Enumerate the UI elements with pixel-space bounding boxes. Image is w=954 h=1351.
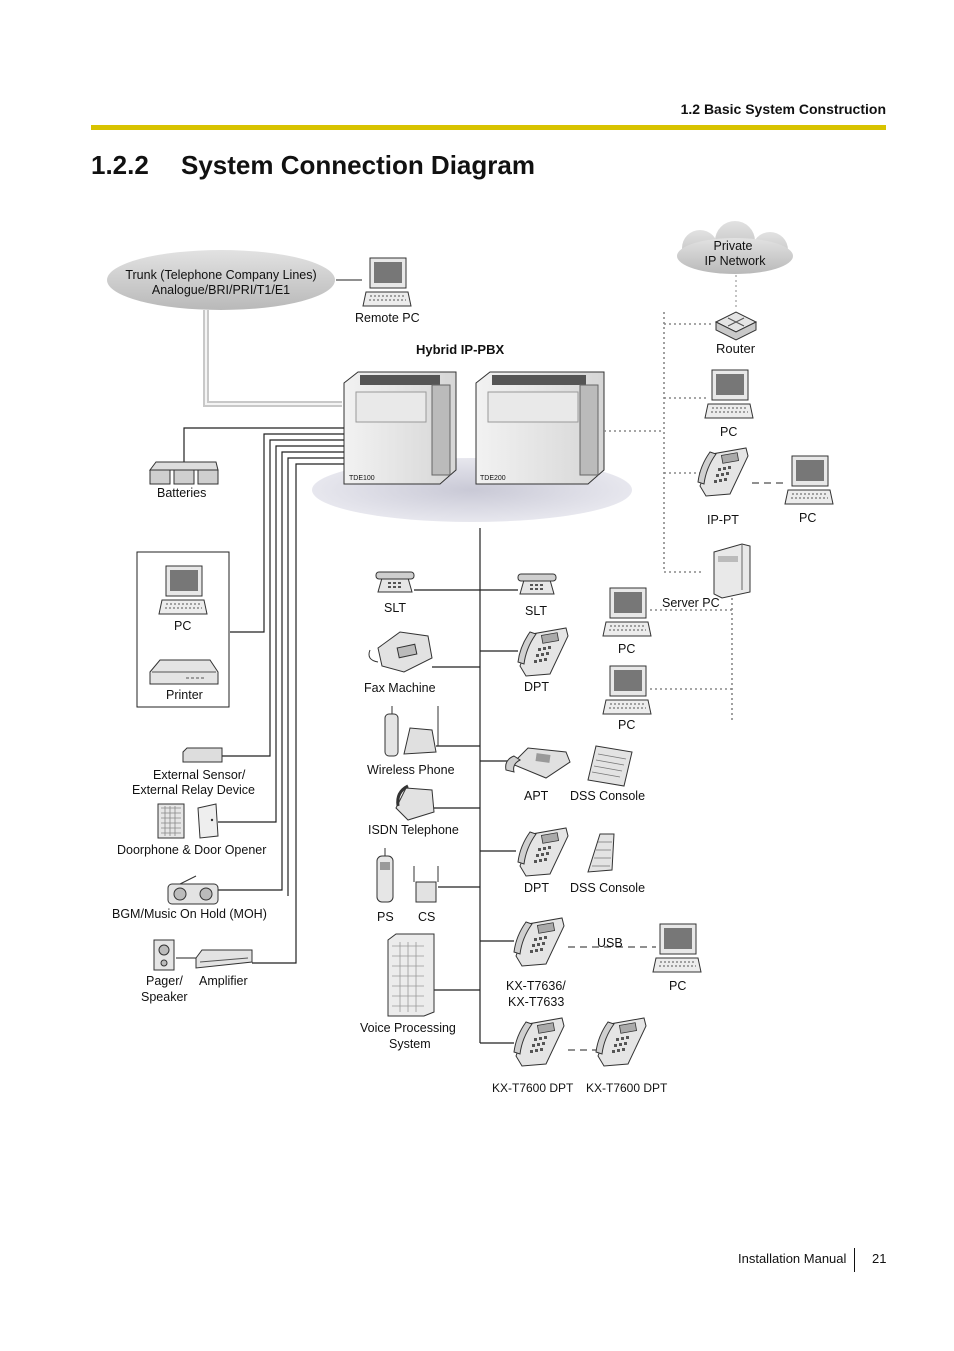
doorphone-label: Doorphone & Door Opener xyxy=(117,843,266,857)
batteries-icon xyxy=(149,461,219,485)
pc-printer-group xyxy=(136,551,230,708)
dss-label: DSS Console xyxy=(570,881,645,895)
cs-icon xyxy=(413,866,439,903)
amplifier-label: Amplifier xyxy=(199,974,248,988)
slt-icon xyxy=(517,573,557,595)
remote-pc-icon xyxy=(362,257,412,307)
batteries-label: Batteries xyxy=(157,486,206,500)
trunk-label-2: Analogue/BRI/PRI/T1/E1 xyxy=(152,283,290,297)
pbx-unit-left: TDE100 xyxy=(343,371,457,485)
doorphone-icon xyxy=(157,803,185,839)
cs-label: CS xyxy=(418,910,435,924)
slt-icon xyxy=(375,571,415,593)
wireless-phone-label: Wireless Phone xyxy=(367,763,455,777)
dpt-icon xyxy=(517,627,569,677)
kx-t7636-icon xyxy=(513,917,565,967)
kx-t7636-label-1: KX-T7636/ xyxy=(506,979,566,993)
section-title: System Connection Diagram xyxy=(181,150,535,180)
hybrid-ip-pbx-label: Hybrid IP-PBX xyxy=(416,342,504,357)
pbx-unit-right: TDE200 xyxy=(475,371,605,485)
router-label: Router xyxy=(716,341,756,356)
door-opener-icon xyxy=(197,803,219,839)
kx-t7600-icon xyxy=(513,1017,565,1067)
page-title: 1.2.2 System Connection Diagram xyxy=(91,150,535,181)
pc-icon xyxy=(784,455,834,505)
pc-label: PC xyxy=(618,642,635,656)
private-ip-network-cloud xyxy=(677,221,793,274)
router-icon xyxy=(714,311,758,341)
dpt-label: DPT xyxy=(524,680,549,694)
pc-icon xyxy=(652,923,702,973)
unit-right-badge: TDE200 xyxy=(480,475,506,482)
pc-label: PC xyxy=(174,619,191,633)
cloud-label-2: IP Network xyxy=(705,254,767,268)
trunk-label-1: Trunk (Telephone Company Lines) xyxy=(125,268,316,282)
dpt-label: DPT xyxy=(524,881,549,895)
header-rule xyxy=(91,125,886,130)
server-pc-icon xyxy=(713,543,751,599)
section-number: 1.2.2 xyxy=(91,150,149,180)
kx-t7600-icon xyxy=(595,1017,647,1067)
vps-label-1: Voice Processing xyxy=(360,1021,456,1035)
bgm-label: BGM/Music On Hold (MOH) xyxy=(112,907,267,921)
apt-icon xyxy=(505,747,571,779)
amplifier-icon xyxy=(195,949,253,969)
printer-icon xyxy=(149,659,219,685)
pc-icon xyxy=(158,565,208,615)
bgm-radio-icon xyxy=(167,875,219,905)
dss-label: DSS Console xyxy=(570,789,645,803)
footer-manual: Installation Manual xyxy=(738,1251,847,1266)
ext-sensor-label-1: External Sensor/ xyxy=(153,768,246,782)
ps-icon xyxy=(376,848,394,903)
printer-label: Printer xyxy=(166,688,203,702)
voice-processing-system-icon xyxy=(387,933,435,1017)
pc-label: PC xyxy=(618,718,635,732)
pc-icon xyxy=(602,587,652,637)
slt-label: SLT xyxy=(525,604,547,618)
page-number: 21 xyxy=(872,1251,887,1266)
external-sensor-icon xyxy=(182,747,223,763)
kx-t7600-label: KX-T7600 DPT xyxy=(586,1081,668,1095)
fax-label: Fax Machine xyxy=(364,681,436,695)
ps-label: PS xyxy=(377,910,394,924)
server-pc-label: Server PC xyxy=(662,596,720,610)
isdn-telephone-icon xyxy=(395,784,435,821)
dss-console-icon xyxy=(587,833,615,873)
kx-t7600-label: KX-T7600 DPT xyxy=(492,1081,574,1095)
dss-console-icon xyxy=(587,745,633,787)
isdn-label: ISDN Telephone xyxy=(368,823,459,837)
speaker-icon xyxy=(153,939,175,971)
footer-separator xyxy=(854,1248,855,1272)
apt-label: APT xyxy=(524,789,549,803)
vps-label-2: System xyxy=(389,1037,431,1051)
ext-sensor-label-2: External Relay Device xyxy=(132,783,255,797)
pager-label-1: Pager/ xyxy=(146,974,183,988)
pc-label: PC xyxy=(720,425,737,439)
fax-machine-icon xyxy=(368,631,433,673)
pc-label: PC xyxy=(669,979,686,993)
unit-left-badge: TDE100 xyxy=(349,475,375,482)
cloud-label-1: Private xyxy=(714,239,753,253)
running-header: 1.2 Basic System Construction xyxy=(680,101,886,117)
wireless-phone-icon xyxy=(384,706,439,757)
dpt-icon xyxy=(517,827,569,877)
ip-pt-icon xyxy=(697,447,749,497)
kx-t7636-label-2: KX-T7633 xyxy=(508,995,564,1009)
pager-label-2: Speaker xyxy=(141,990,188,1004)
remote-pc-label: Remote PC xyxy=(355,311,420,325)
pc-icon xyxy=(602,665,652,715)
pc-icon xyxy=(704,369,754,419)
slt-label: SLT xyxy=(384,601,406,615)
pc-label: PC xyxy=(799,511,816,525)
ip-pt-label: IP-PT xyxy=(707,513,739,527)
usb-label: USB xyxy=(597,936,623,950)
